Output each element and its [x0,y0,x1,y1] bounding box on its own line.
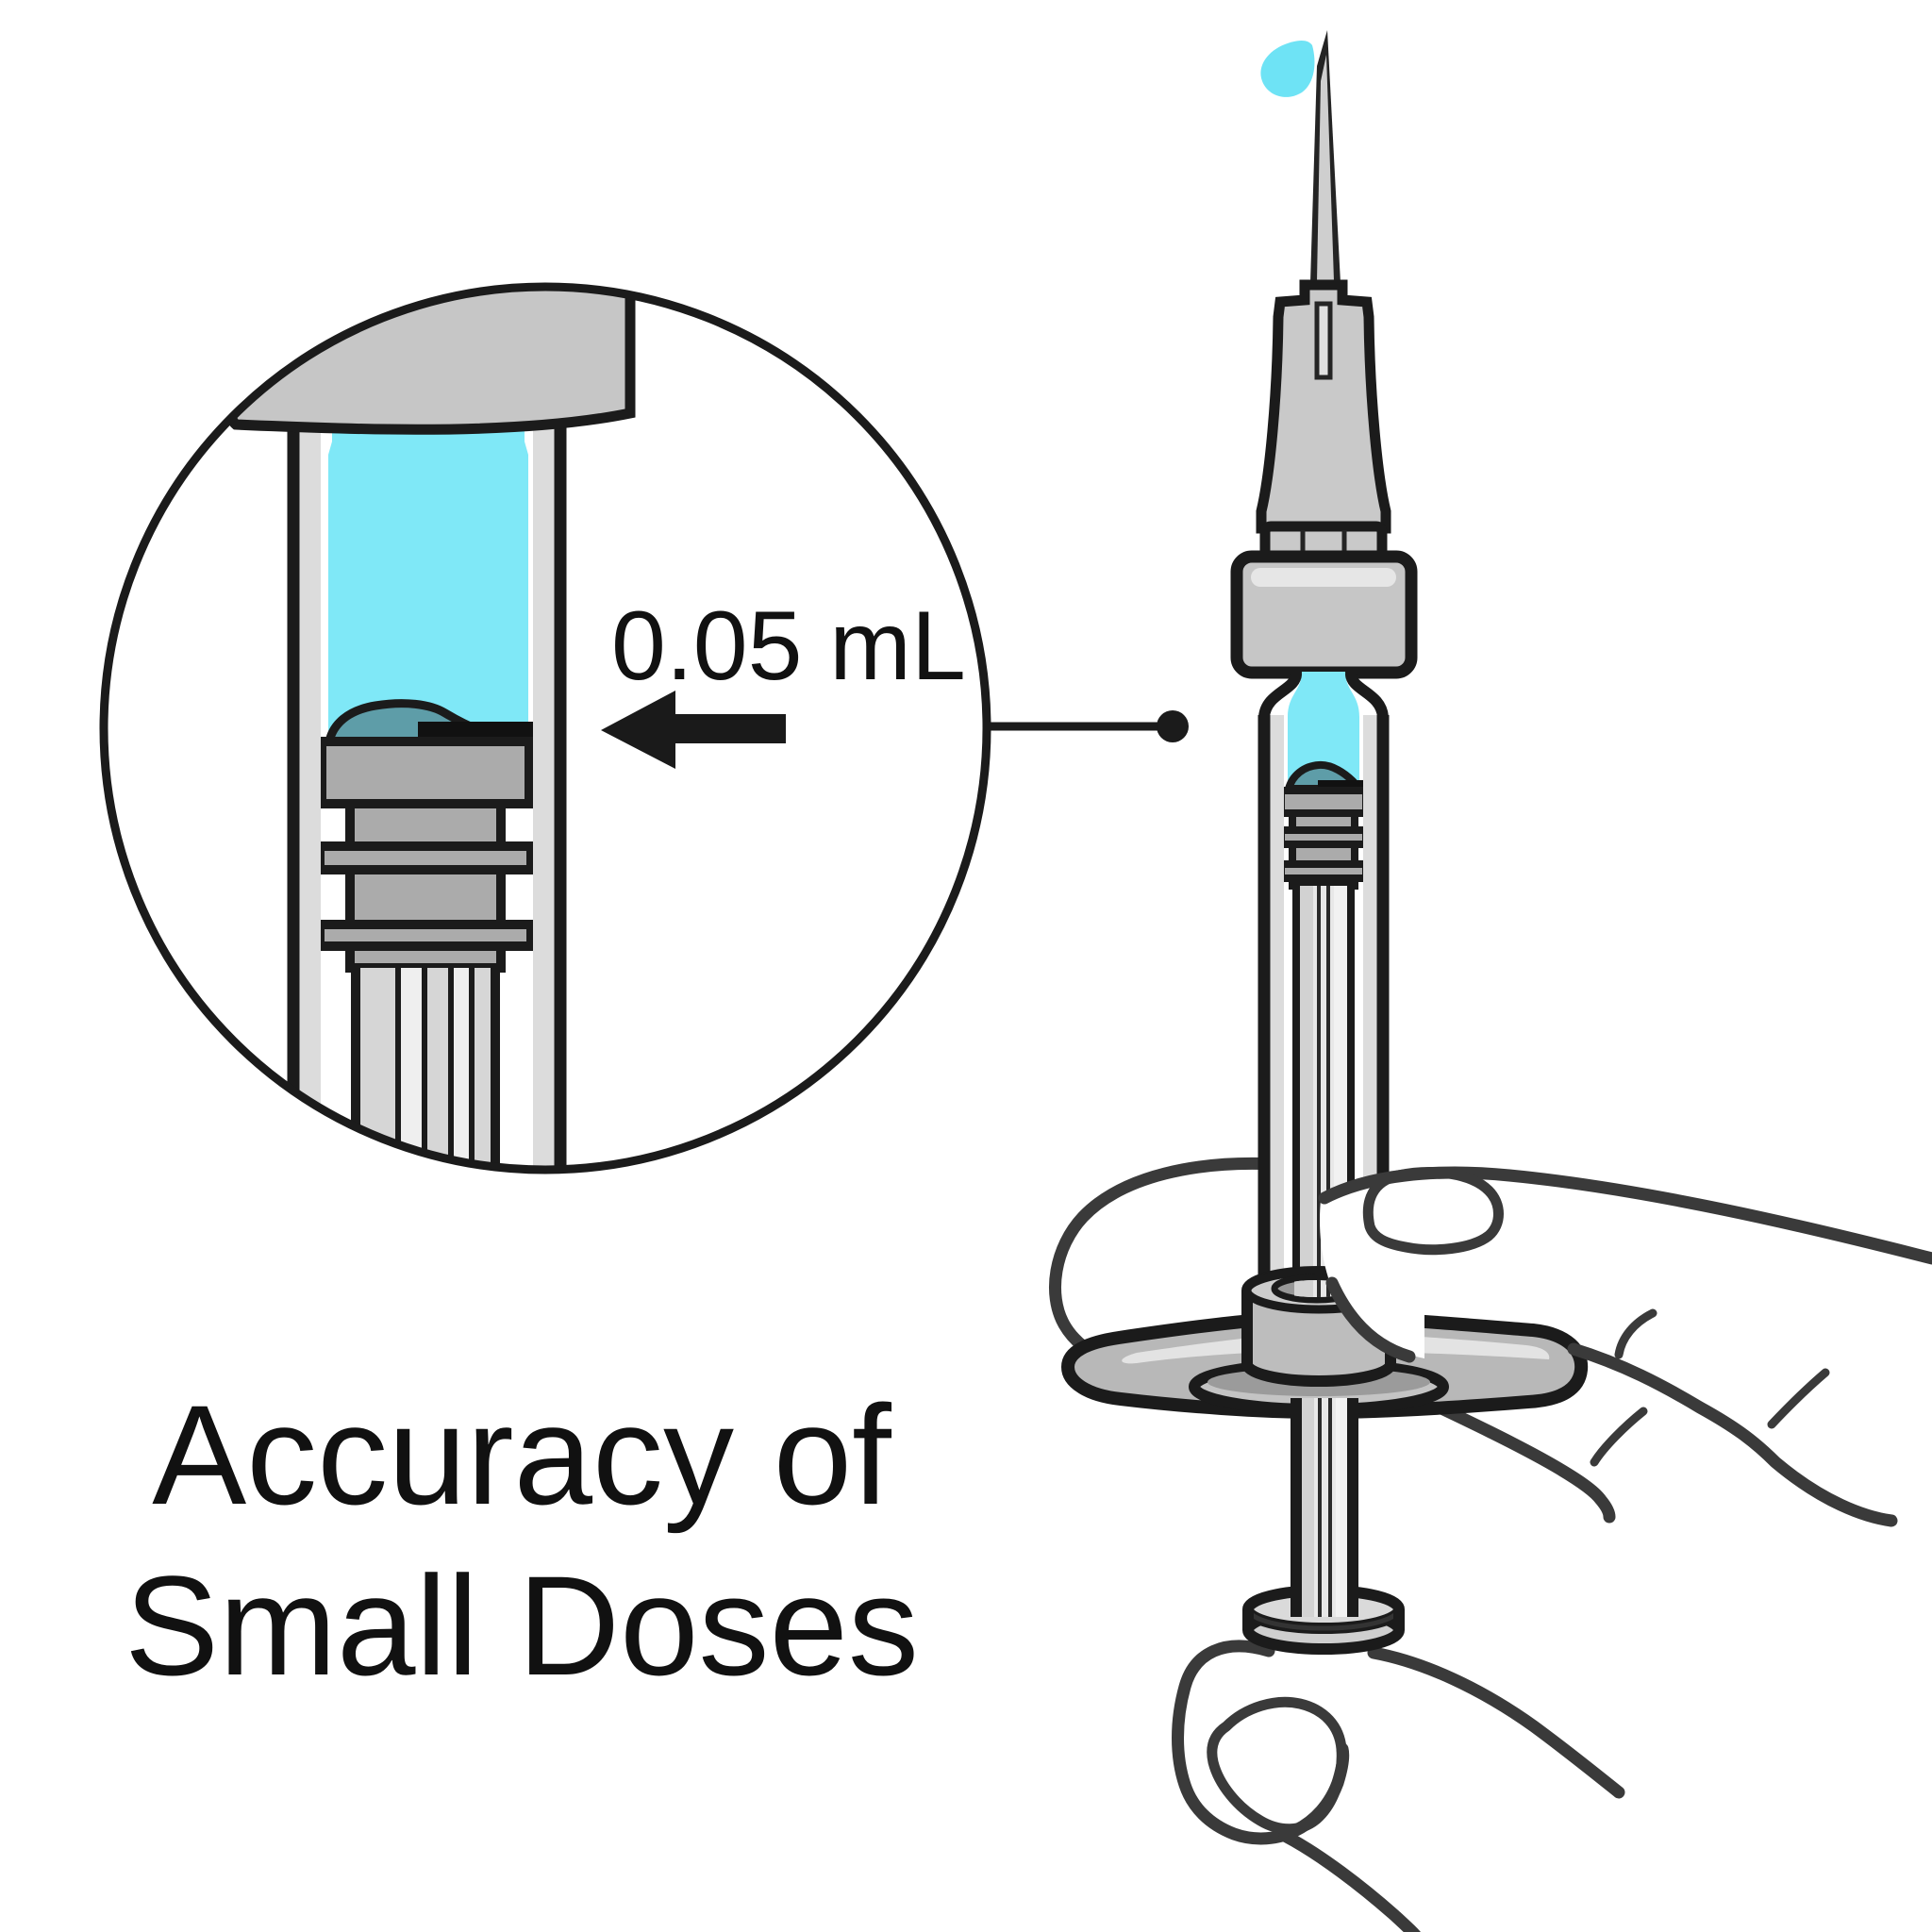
title: Accuracy of Small Doses [125,1375,919,1705]
plunger-stopper [1277,787,1370,890]
thumb-outline [1172,1640,1350,1845]
collar-highlight [1251,568,1396,587]
barrel-liquid [1288,672,1359,791]
thumb-right-edge [1367,1646,1625,1799]
dose-label: 0.05 mL [611,591,966,701]
middle-finger-top-edge [1567,1342,1898,1527]
title-line-2: Small Doses [125,1546,919,1705]
middle-finger-inner-edge [1401,1386,1616,1524]
inset-plunger-rod [351,968,500,1166]
hand-front [1318,1166,1932,1527]
inset-liquid [328,423,528,745]
fingertip-bottom-edge [1325,1276,1416,1363]
knuckle-crease [1590,1407,1648,1467]
thumb-rest [1242,1585,1405,1655]
thumb-tail [1278,1829,1421,1932]
knuckle-crease [1767,1368,1830,1429]
plunger-rod-lower [1291,1398,1358,1617]
magnifier-circle-icon [99,282,991,1174]
needle-hub-slot [1314,301,1333,380]
needle-core [1317,55,1334,281]
inset-luer-collar [225,289,636,435]
inset-barrel-walls [287,421,567,1168]
fingernail [1362,1167,1504,1256]
thumbnail [1207,1696,1347,1835]
magnifier-inset: 0.05 mL [99,282,991,1174]
title-line-1: Accuracy of [152,1375,891,1534]
knuckle-crease [1614,1308,1657,1359]
dot-icon [1157,710,1189,742]
syringe [1060,30,1589,1655]
droplet-icon [1260,40,1315,97]
inset-plunger-stopper [315,737,536,973]
leader-line [989,710,1189,742]
left-arrow-icon [601,691,786,769]
